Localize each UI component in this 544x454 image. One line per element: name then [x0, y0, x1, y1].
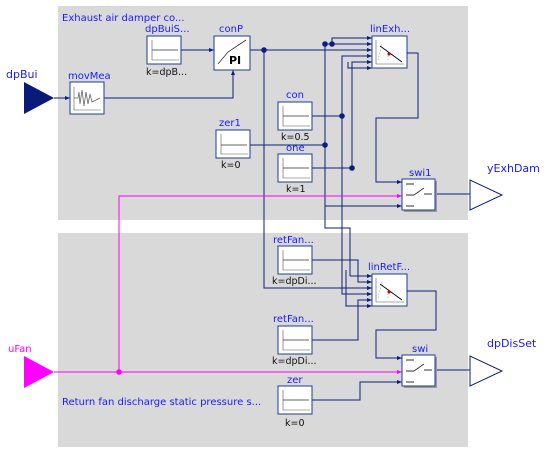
block-retfan-max[interactable]: retFan... k=dpDi...: [272, 314, 317, 367]
block-retfan-min-name: retFan...: [273, 235, 314, 246]
group-exhaust-damper-label: Exhaust air damper co...: [62, 13, 185, 24]
junction-top-a: [322, 41, 328, 47]
block-zer1-param: k=0: [221, 160, 241, 171]
block-con-param: k=0.5: [281, 132, 310, 143]
wire-retfanmax-lin: [312, 299, 372, 341]
wire-zer-swi: [312, 381, 402, 401]
wire-lin2-x2: [345, 270, 372, 307]
block-zer1-name: zer1: [219, 118, 241, 129]
wire-movmea-conp: [104, 70, 234, 99]
block-one[interactable]: one k=1: [277, 143, 313, 195]
junction-one: [349, 165, 355, 171]
wire-con-out: [312, 55, 372, 117]
wire-con-down: [341, 116, 372, 295]
port-markers: [65, 36, 402, 384]
block-one-param: k=1: [286, 184, 306, 195]
block-linretfan[interactable]: linRetF...: [368, 262, 410, 307]
input-dpbui-connector[interactable]: [24, 82, 54, 114]
junction-ufan: [116, 369, 122, 375]
block-conp-symbol: PI: [229, 54, 241, 67]
block-retfan-min[interactable]: retFan... k=dpDi...: [272, 235, 317, 287]
block-retfan-min-param: k=dpDi...: [272, 276, 317, 287]
wire-one-out: [312, 61, 372, 169]
group-return-fan: [58, 233, 468, 447]
junction-conp: [261, 47, 267, 53]
block-one-name: one: [286, 143, 305, 154]
block-conp[interactable]: PI conP: [213, 24, 251, 71]
input-dpbui-label: dpBui: [6, 68, 38, 81]
wire-conp-down: [263, 50, 372, 289]
output-dpdisset-connector[interactable]: [469, 355, 504, 387]
block-swi1-name: swi1: [409, 168, 432, 179]
block-dpbuiset-name: dpBuiS...: [145, 24, 190, 35]
group-return-fan-label: Return fan discharge static pressure s..…: [62, 397, 261, 408]
wire-ufan-swi1: [118, 195, 402, 372]
block-zer-name: zer: [287, 375, 303, 386]
output-dpdisset-label: dpDisSet: [487, 337, 537, 350]
output-yexhdam-connector[interactable]: [469, 179, 504, 211]
block-linexh[interactable]: linExh...: [370, 24, 410, 69]
block-swi-name: swi: [412, 344, 428, 355]
wire-lin1-f2: [347, 62, 372, 69]
input-ufan-connector[interactable]: [24, 356, 54, 388]
block-zer1[interactable]: zer1 k=0: [215, 118, 251, 171]
block-swi1[interactable]: swi1: [401, 168, 437, 212]
block-movmea[interactable]: movMea: [68, 71, 111, 115]
block-movmea-name: movMea: [68, 71, 111, 82]
wire-linexh-swi1: [375, 52, 419, 183]
block-swi[interactable]: swi: [401, 344, 437, 388]
block-linexh-name: linExh...: [370, 24, 410, 35]
output-yexhdam-label: yExhDam: [487, 162, 540, 175]
block-zer-param: k=0: [285, 418, 305, 429]
block-dpbuiset[interactable]: dpBuiS... k=dpB...: [145, 24, 190, 78]
block-retfan-max-param: k=dpDi...: [272, 356, 317, 367]
block-con[interactable]: con k=0.5: [277, 90, 313, 143]
wire-lin2-top: [324, 206, 351, 276]
block-conp-name: conP: [219, 24, 243, 35]
block-linretfan-name: linRetF...: [368, 262, 410, 273]
block-zer[interactable]: zer k=0: [277, 375, 313, 429]
wire-retfanmin-lin: [312, 259, 372, 283]
junction-top-b: [329, 41, 335, 47]
block-retfan-max-name: retFan...: [273, 314, 314, 325]
input-ufan-label: uFan: [8, 344, 32, 355]
block-dpbuiset-param: k=dpB...: [146, 67, 187, 78]
block-con-name: con: [286, 90, 304, 101]
wire-linret-swi: [375, 290, 437, 359]
junction-zer1: [322, 142, 328, 148]
wire-zer1-out: [250, 43, 372, 146]
boolean-port-markers: [397, 194, 402, 374]
junction-con: [339, 113, 345, 119]
